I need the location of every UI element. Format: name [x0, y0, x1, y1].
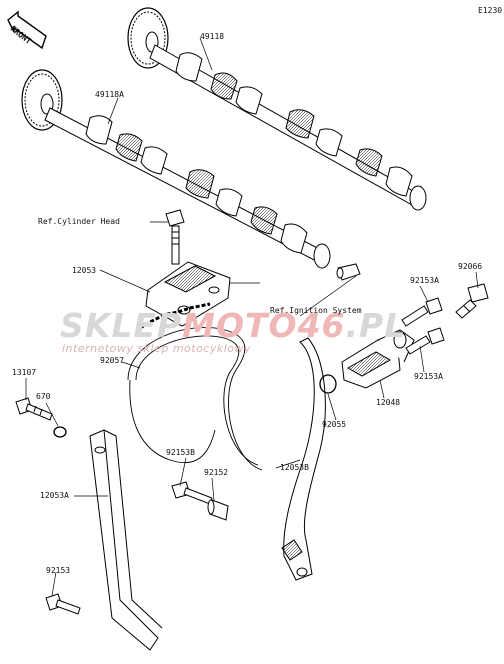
- collar-92152: [207, 499, 229, 521]
- part-label-92055: 92055: [322, 420, 347, 429]
- watermark-tagline: internetowy sklep motocyklowy: [62, 342, 252, 355]
- cam-chain-tensioner: [341, 329, 415, 389]
- part-label-92057: 92057: [100, 356, 125, 365]
- chain-guide-bracket: [145, 261, 231, 327]
- bolt-92153: [45, 593, 81, 615]
- part-label-92153A-lower: 92153A: [414, 372, 443, 381]
- timing-chain: [127, 302, 263, 471]
- bolt-13107: [15, 397, 53, 421]
- part-label-49118A: 49118A: [95, 90, 124, 99]
- cam-end-bushing: [336, 263, 361, 281]
- part-label-670: 670: [36, 392, 51, 401]
- part-label-92153B: 92153B: [166, 448, 195, 457]
- part-label-12053B: 12053B: [280, 463, 309, 472]
- part-label-12053A: 12053A: [40, 491, 69, 500]
- watermark-brand-a: SKLEP: [60, 306, 183, 345]
- part-label-92153A-upper: 92153A: [410, 276, 439, 285]
- camshaft-upper: [127, 7, 427, 211]
- watermark-brand-c: .PL: [345, 306, 407, 345]
- part-label-12053: 12053: [72, 266, 97, 275]
- diagram-code: E1230: [478, 6, 503, 15]
- leader-lines: [25, 37, 479, 597]
- chain-guide-long: [89, 429, 163, 651]
- watermark-logo: SKLEPMOTO46.PL: [60, 306, 406, 345]
- part-label-ref-ignition-system: Ref.Ignition System: [270, 306, 362, 315]
- part-label-49118: 49118: [200, 32, 225, 41]
- part-label-92066: 92066: [458, 262, 483, 271]
- o-ring-92055: [319, 374, 337, 394]
- part-label-12048: 12048: [376, 398, 401, 407]
- cap-bolt-92066: [455, 283, 489, 319]
- bolt-92153A-lower: [405, 327, 445, 355]
- part-label-92152: 92152: [204, 468, 229, 477]
- part-label-13107: 13107: [12, 368, 37, 377]
- watermark-brand-b: MOTO46: [182, 306, 346, 345]
- front-arrow-icon: [7, 10, 47, 50]
- bolt-cylinder-head: [165, 209, 185, 265]
- bolt-92153B: [171, 481, 213, 505]
- part-label-ref-cylinder-head: Ref.Cylinder Head: [38, 217, 120, 226]
- part-label-92153: 92153: [46, 566, 71, 575]
- o-ring-670: [53, 426, 67, 438]
- bolt-92153A-upper: [401, 297, 443, 327]
- chain-tensioner-guide: [281, 337, 326, 581]
- camshaft-lower: [21, 69, 331, 269]
